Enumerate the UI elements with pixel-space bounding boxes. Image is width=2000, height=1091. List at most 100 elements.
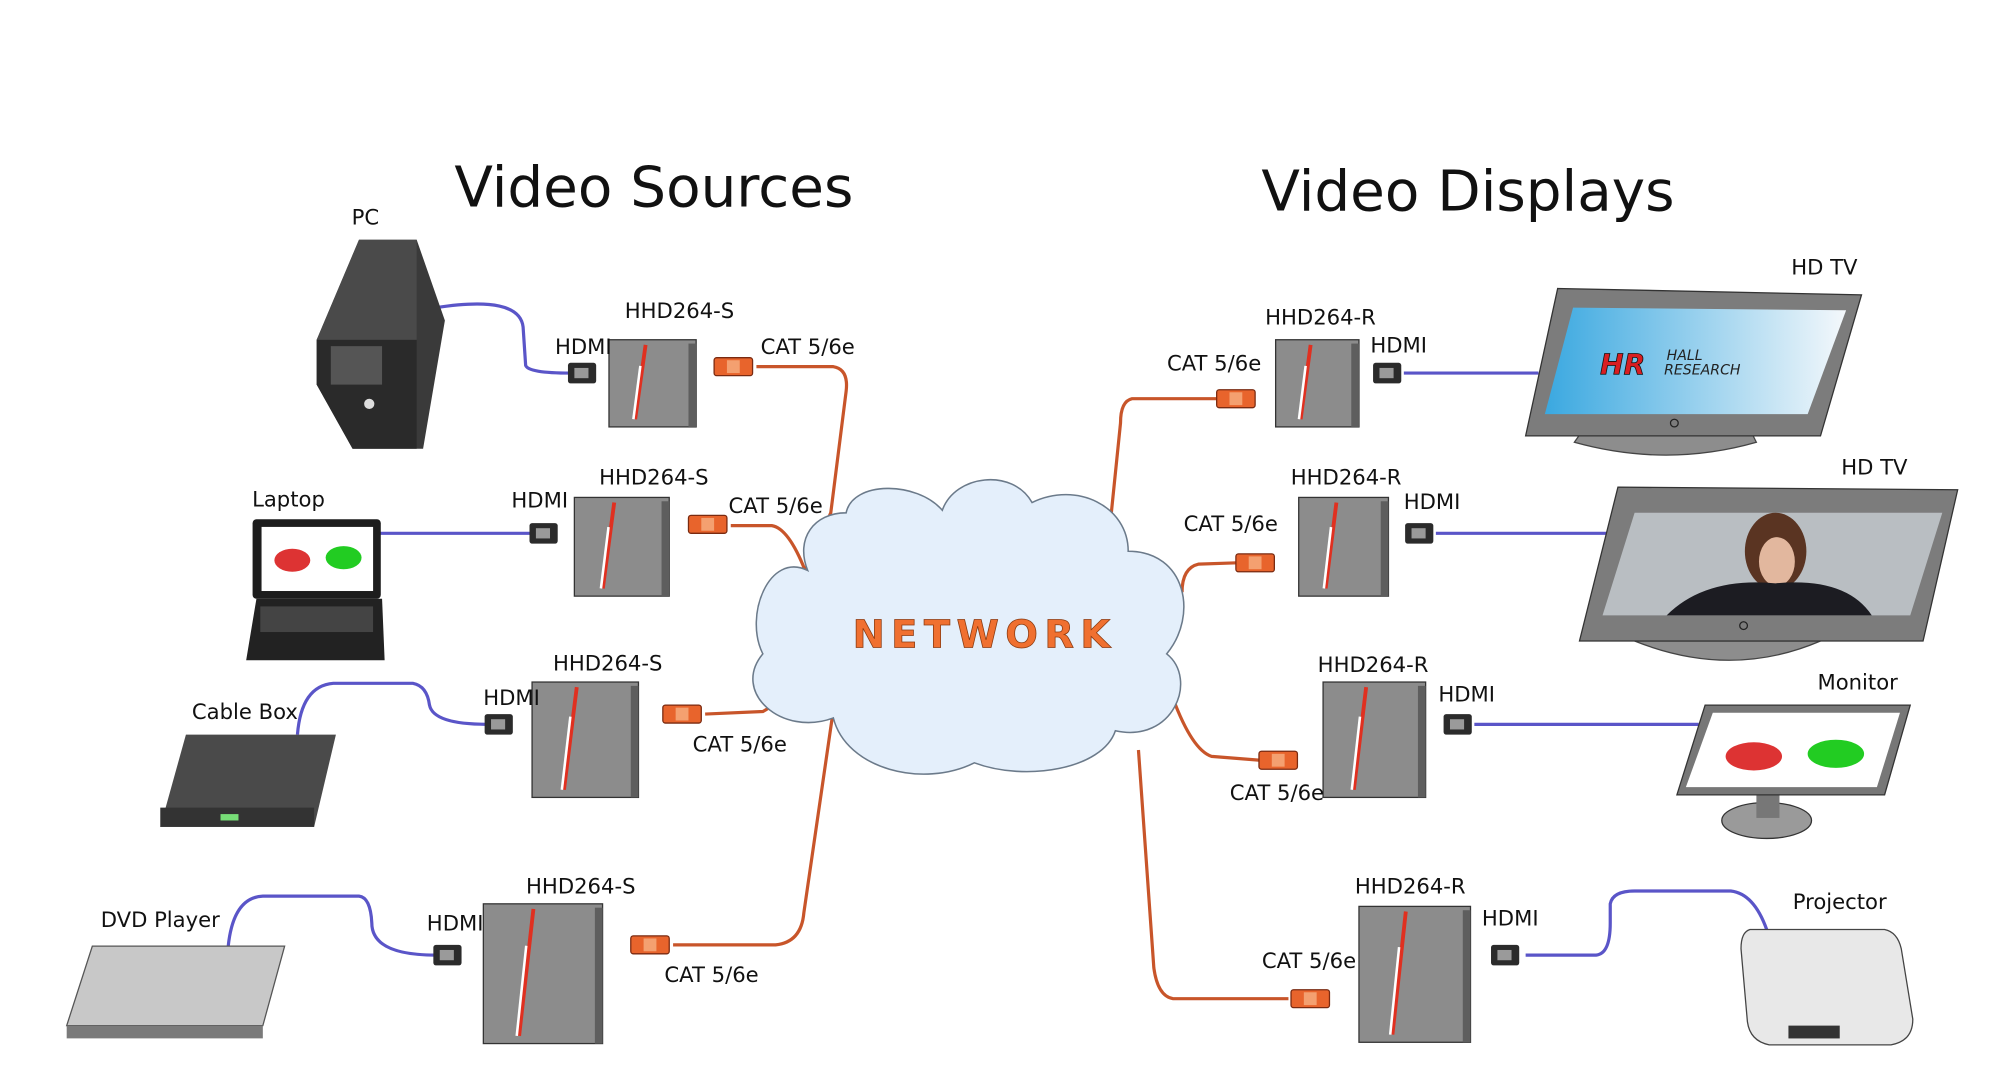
hdmi-connector-icon bbox=[1373, 362, 1402, 384]
source-laptop bbox=[246, 519, 385, 661]
extender-side bbox=[630, 685, 639, 798]
hdmi-label: HDMI bbox=[511, 488, 568, 513]
hdmi-connector-icon bbox=[1443, 714, 1472, 735]
display-name-label: HD TV bbox=[1841, 454, 1908, 479]
rj45-connector-icon bbox=[687, 514, 728, 534]
extender-box-icon bbox=[531, 681, 640, 799]
extender-units bbox=[433, 339, 1520, 1045]
source-dvd-player bbox=[65, 945, 286, 1039]
tv-logo-line1: HALL bbox=[1667, 348, 1703, 364]
display-labels: HD TV HHD264-R CAT 5/6e HDMI HD TV HHD26… bbox=[1167, 254, 1908, 973]
display-projector bbox=[1740, 928, 1914, 1046]
extender-side bbox=[1380, 501, 1389, 597]
source-name-label: Laptop bbox=[252, 486, 325, 511]
hdmi-connector-icon bbox=[433, 944, 462, 966]
cat-label: CAT 5/6e bbox=[693, 731, 787, 756]
extender-box-icon bbox=[1298, 496, 1390, 597]
hdmi-connector-icon bbox=[1405, 523, 1434, 544]
display-name-label: Monitor bbox=[1817, 670, 1898, 695]
hdmi-cable-projector bbox=[1525, 889, 1769, 957]
display-hdtv-1: HR HALL RESEARCH bbox=[1524, 287, 1863, 456]
hhd264-s-unit bbox=[482, 903, 604, 1045]
extender-stripe bbox=[1298, 344, 1313, 420]
extender-box-icon bbox=[1358, 905, 1472, 1043]
rj45-connector-icon bbox=[630, 935, 670, 955]
extender-stripe bbox=[1351, 686, 1369, 790]
extender-stripe-white bbox=[1297, 365, 1307, 420]
extender-stripe bbox=[1390, 911, 1408, 1035]
hdmi-label: HDMI bbox=[483, 685, 540, 710]
extender-stripe-white bbox=[515, 945, 528, 1037]
source-cable-box bbox=[160, 734, 336, 827]
hhd264-s-unit bbox=[573, 496, 670, 597]
cat-cables bbox=[673, 365, 1289, 1001]
device-label: HHD264-S bbox=[526, 874, 635, 899]
cat-cable-4 bbox=[673, 692, 838, 947]
cable-box-icon bbox=[160, 734, 336, 827]
extender-box-icon bbox=[1322, 681, 1427, 799]
source-labels: PC HHD264-S HDMI CAT 5/6e Laptop HHD264-… bbox=[101, 204, 855, 987]
title-video-displays: Video Displays bbox=[1261, 159, 1674, 224]
projector-icon bbox=[1740, 928, 1914, 1046]
rj45-connector-icon bbox=[713, 357, 754, 377]
hhd264-r-unit bbox=[1358, 905, 1472, 1043]
extender-box-icon bbox=[608, 339, 697, 428]
hdmi-cable-pc bbox=[435, 302, 571, 375]
source-name-label: PC bbox=[352, 204, 380, 229]
hhd264-r-unit bbox=[1322, 681, 1427, 799]
hdmi-label: HDMI bbox=[1438, 681, 1495, 706]
extender-stripe-white bbox=[560, 716, 572, 790]
extender-side bbox=[661, 501, 670, 597]
device-label: HHD264-S bbox=[599, 465, 708, 490]
extender-box-icon bbox=[1274, 339, 1360, 428]
cloud-shape bbox=[752, 479, 1185, 775]
hhd264-r-unit bbox=[1274, 339, 1360, 428]
extender-stripe-white bbox=[599, 526, 610, 589]
source-name-label: DVD Player bbox=[101, 907, 220, 932]
cat-label: CAT 5/6e bbox=[1262, 948, 1356, 973]
network-label: NETWORK bbox=[853, 612, 1117, 657]
extender-stripe-white bbox=[1322, 526, 1333, 589]
cat-label: CAT 5/6e bbox=[1184, 511, 1278, 536]
cat-cable-6 bbox=[1180, 561, 1238, 593]
extender-side bbox=[594, 907, 603, 1044]
hdmi-cable-cablebox bbox=[295, 681, 488, 735]
hdmi-connector-icon bbox=[529, 523, 558, 544]
extender-box-icon bbox=[482, 903, 604, 1045]
source-pc bbox=[316, 239, 445, 449]
device-label: HHD264-R bbox=[1355, 874, 1466, 899]
hhd264-s-unit bbox=[531, 681, 640, 799]
device-label: HHD264-R bbox=[1318, 652, 1429, 677]
tv-logo-mark: HR bbox=[1600, 348, 1645, 381]
hhd264-s-unit bbox=[608, 339, 697, 428]
cat-label: CAT 5/6e bbox=[664, 962, 758, 987]
rj45-connector-icon bbox=[1290, 989, 1331, 1009]
device-label: HHD264-S bbox=[625, 298, 734, 323]
rj45-connector-icon bbox=[1258, 750, 1299, 770]
cat-cable-5 bbox=[1107, 397, 1218, 537]
hdmi-label: HDMI bbox=[1482, 906, 1539, 931]
extender-side bbox=[688, 343, 697, 427]
extender-stripe-white bbox=[1350, 716, 1362, 790]
extender-stripe bbox=[1323, 502, 1339, 589]
extender-stripe bbox=[517, 908, 536, 1037]
title-video-sources: Video Sources bbox=[454, 155, 853, 220]
rj45-connector-icon bbox=[1235, 553, 1275, 573]
extender-stripe-white bbox=[1388, 947, 1401, 1035]
extender-stripe bbox=[633, 344, 648, 420]
extender-side bbox=[1351, 343, 1359, 427]
cat-label: CAT 5/6e bbox=[761, 334, 855, 359]
device-label: HHD264-S bbox=[553, 650, 662, 675]
extender-stripe bbox=[562, 686, 579, 790]
source-name-label: Cable Box bbox=[192, 699, 298, 724]
hhd264-r-unit bbox=[1298, 496, 1390, 597]
rj45-connector-icon bbox=[1216, 389, 1256, 409]
tv-logo-line2: RESEARCH bbox=[1664, 362, 1741, 378]
display-name-label: Projector bbox=[1793, 889, 1887, 914]
hdmi-connector-icon bbox=[484, 714, 513, 735]
cat-label: CAT 5/6e bbox=[1167, 351, 1261, 376]
hdmi-label: HDMI bbox=[427, 911, 484, 936]
extender-stripe bbox=[600, 502, 617, 589]
cat-label: CAT 5/6e bbox=[1230, 780, 1324, 805]
